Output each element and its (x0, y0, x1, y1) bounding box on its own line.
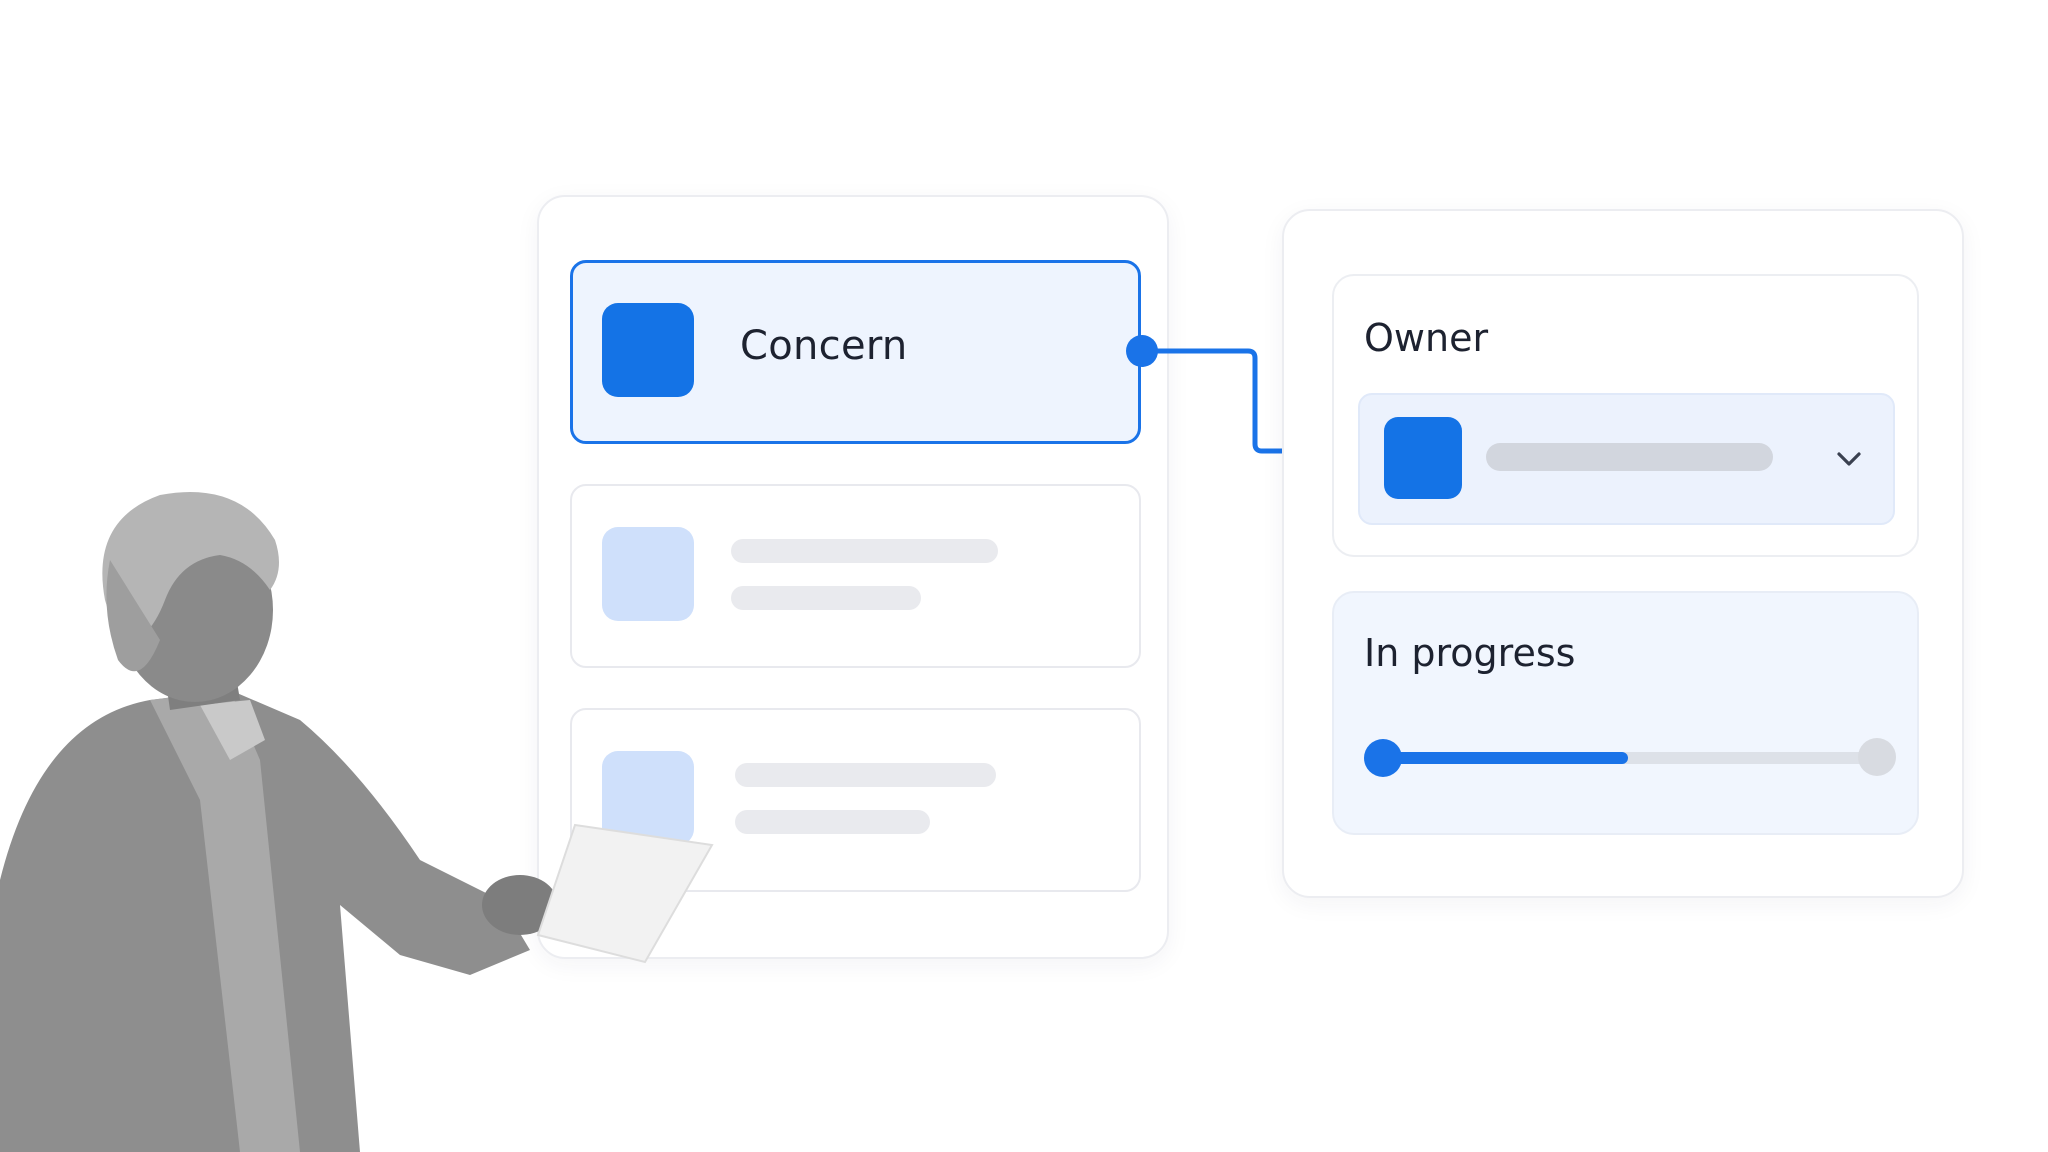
square-tile-icon (602, 527, 694, 621)
owner-dropdown[interactable] (1358, 393, 1895, 525)
status-title: In progress (1364, 631, 1576, 675)
square-tile-icon (602, 303, 694, 397)
skeleton-line (731, 586, 921, 610)
owner-title: Owner (1364, 316, 1489, 360)
list-item-label: Concern (740, 323, 908, 369)
square-tile-icon (602, 751, 694, 845)
owner-card: Owner (1332, 274, 1919, 557)
list-item-concern[interactable]: Concern (570, 260, 1141, 444)
progress-end-handle[interactable] (1858, 738, 1896, 776)
avatar-square-icon (1384, 417, 1462, 499)
skeleton-line (735, 763, 996, 787)
status-card: In progress (1332, 591, 1919, 835)
progress-fill (1380, 752, 1628, 764)
chevron-down-icon (1837, 452, 1861, 466)
progress-start-handle[interactable] (1364, 739, 1402, 777)
owner-value-placeholder (1486, 443, 1773, 471)
person-holding-paper-illustration (0, 492, 714, 1152)
details-panel: Owner In progress (1282, 209, 1964, 898)
skeleton-line (735, 810, 930, 834)
list-item[interactable] (570, 484, 1141, 668)
progress-track (1380, 752, 1876, 764)
skeleton-line (731, 539, 998, 563)
